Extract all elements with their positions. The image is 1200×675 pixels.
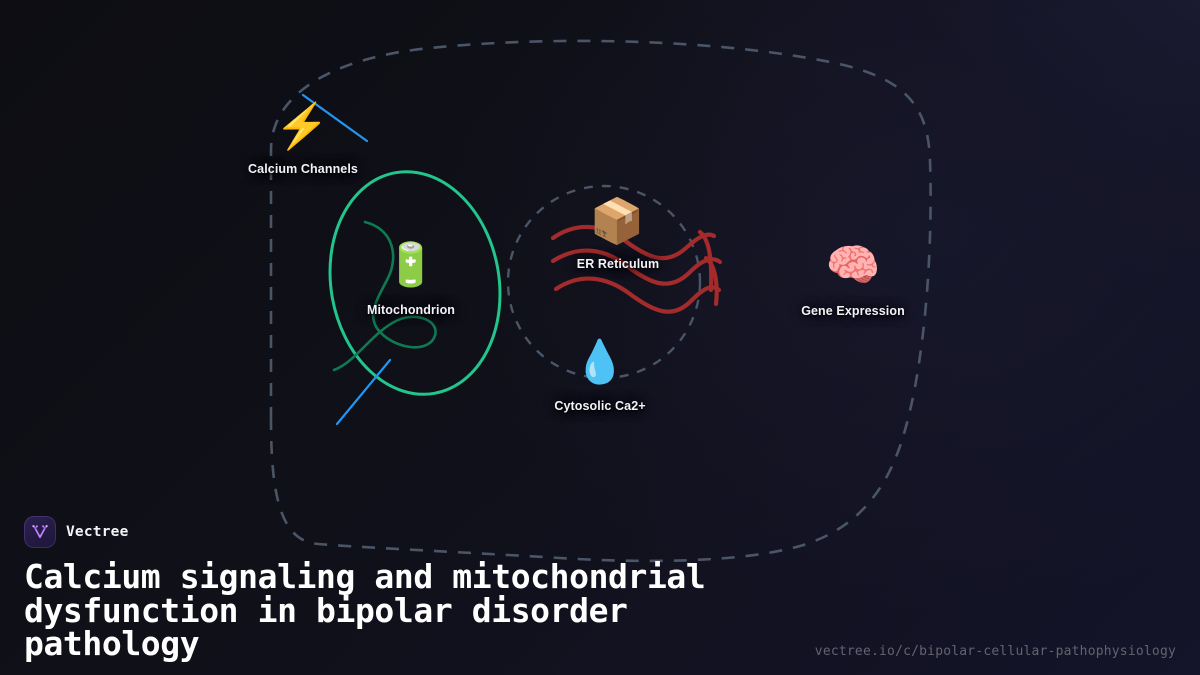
node-label-cytosolic-ca2: Cytosolic Ca2+ xyxy=(554,399,646,413)
node-label-er-reticulum: ER Reticulum xyxy=(576,257,660,271)
water-droplet-icon: 💧 xyxy=(573,338,627,385)
node-label-mitochondrion: Mitochondrion xyxy=(366,303,456,317)
node-label-calcium-channels: Calcium Channels xyxy=(248,162,358,176)
brain-icon: 🧠 xyxy=(825,241,881,290)
mitochondrion-outline xyxy=(328,170,502,396)
er-wave-strands xyxy=(550,224,723,314)
battery-icon: 🔋 xyxy=(384,241,438,288)
lightning-bolt-icon: ⚡ xyxy=(274,102,330,151)
site-url: vectree.io/c/bipolar-cellular-pathophysi… xyxy=(814,644,1176,659)
brand-logo[interactable] xyxy=(24,516,56,549)
connector-mitochondrion xyxy=(335,358,392,426)
node-label-gene-expression: Gene Expression xyxy=(801,304,905,318)
mitochondrion-cristae xyxy=(332,220,437,372)
brand-row: Vectree xyxy=(24,516,1176,549)
connector-calcium-channels xyxy=(301,93,369,143)
brand-name: Vectree xyxy=(66,524,129,541)
vectree-v-tree-icon xyxy=(32,525,48,539)
package-box-icon: 📦 xyxy=(589,197,645,246)
footer: Vectree Calcium signaling and mitochondr… xyxy=(24,516,1176,661)
cell-membrane-outline xyxy=(269,39,932,563)
er-region-outline xyxy=(506,184,702,380)
page-title: Calcium signaling and mitochondrial dysf… xyxy=(24,557,706,664)
